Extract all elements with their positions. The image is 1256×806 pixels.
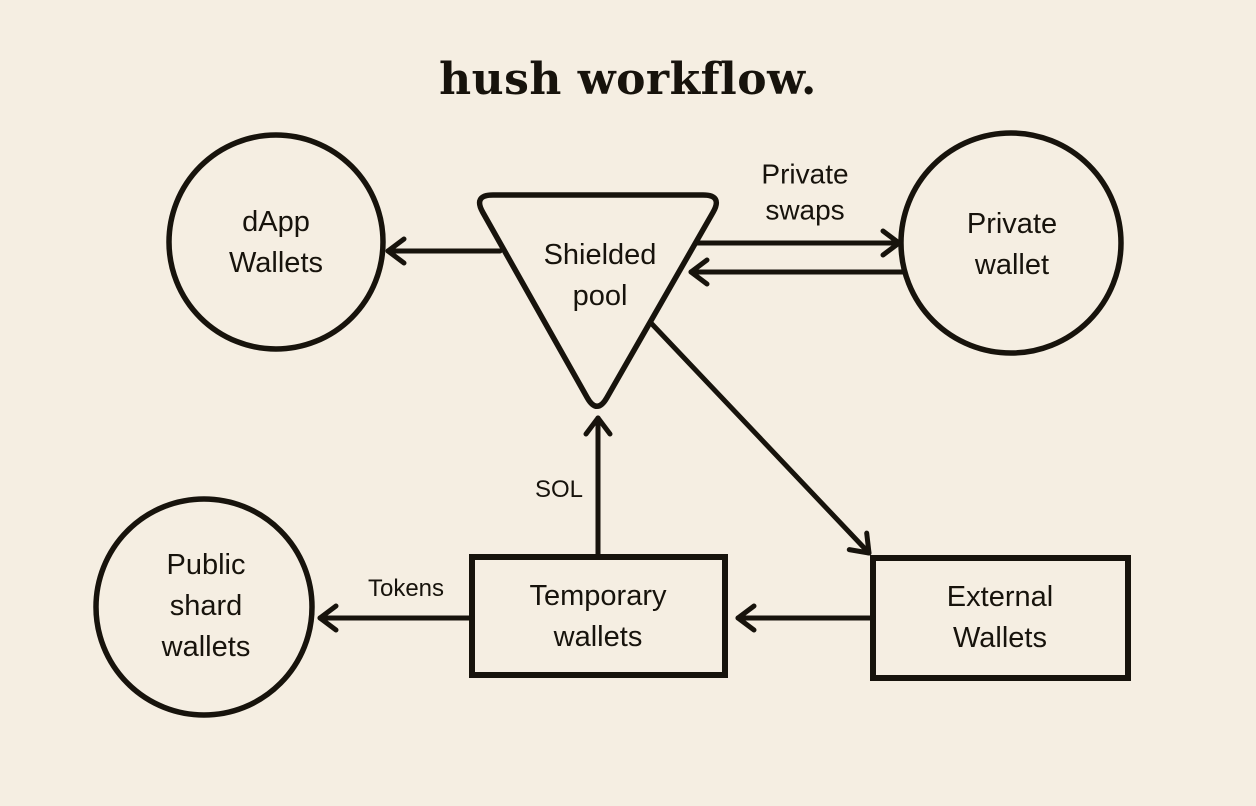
node-dapp-wallets [166, 132, 386, 352]
node-public-shard-wallets [93, 496, 315, 718]
node-label-dapp-wallets: dApp Wallets [229, 205, 323, 279]
node-label-external-wallets: External Wallets [946, 580, 1054, 654]
node-shielded-pool [476, 192, 720, 409]
edge-label-sol: SOL [534, 475, 584, 503]
edge-shielded-pool-to-external-wallets [648, 320, 872, 556]
node-label-public-shard-wallets: Public shard wallets [161, 549, 251, 664]
node-label-shielded-pool: Shielded pool [543, 238, 657, 312]
edge-label-tokens: Tokens [367, 574, 445, 602]
diagram-title: hush workflow. [439, 54, 817, 105]
node-label-private-wallet: Private wallet [966, 207, 1058, 281]
edge-label-private-swaps: Private swaps [761, 158, 849, 226]
node-label-temporary-wallets: Temporary wallets [529, 579, 667, 653]
